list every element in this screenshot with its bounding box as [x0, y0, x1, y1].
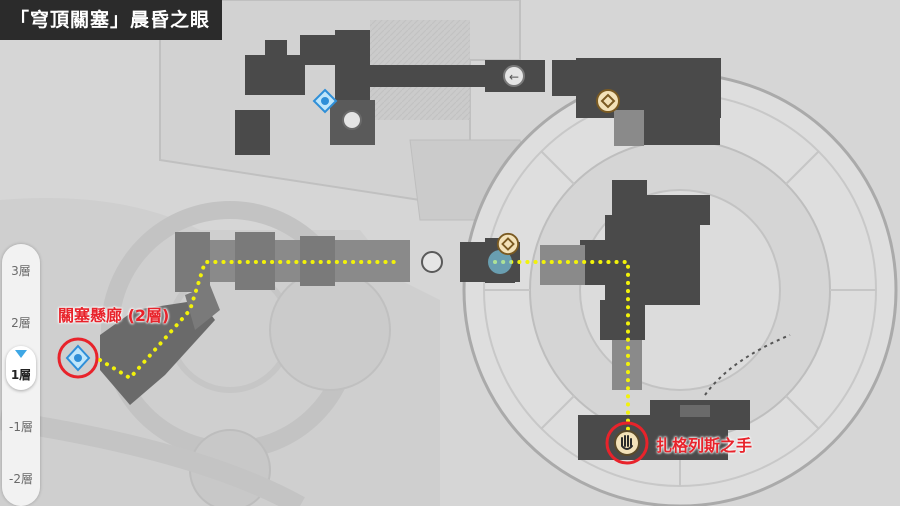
start-location-label: 關塞懸廊 (2層): [58, 306, 170, 325]
svg-text:←: ←: [509, 70, 519, 84]
gate-node-top: [503, 65, 525, 87]
floor-minus2-button[interactable]: -2層: [9, 472, 33, 486]
start-teleport-icon[interactable]: [56, 336, 100, 380]
secondary-path: [704, 334, 791, 396]
map-title: 「穹頂關塞」晨昏之眼: [0, 0, 223, 40]
floor-minus1-button[interactable]: -1層: [9, 420, 33, 434]
chevron-down-icon: [15, 350, 27, 358]
golden-puzzle-icon[interactable]: [595, 88, 621, 114]
golden-puzzle-icon[interactable]: [496, 232, 520, 256]
floor-selector: 3層 2層 1層 -1層 -2層: [2, 244, 40, 506]
gate-node-mid: [421, 251, 443, 273]
hand-npc-icon[interactable]: [604, 420, 650, 466]
teleport-waypoint-icon[interactable]: [312, 88, 338, 114]
floor-2-button[interactable]: 2層: [11, 316, 31, 330]
floor-3-button[interactable]: 3層: [11, 264, 31, 278]
destination-label: 扎格列斯之手: [656, 436, 753, 455]
floor-1-button[interactable]: 1層: [10, 368, 32, 382]
route-line: [98, 260, 630, 432]
